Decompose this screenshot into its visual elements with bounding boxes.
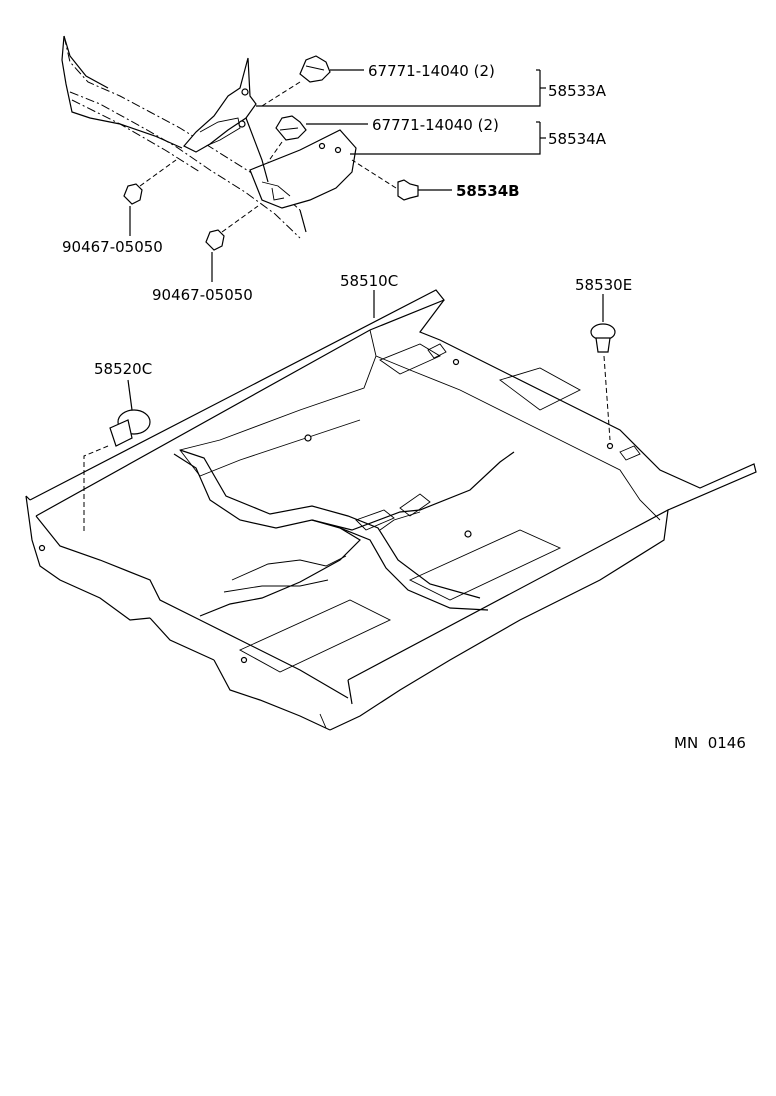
screw-58534b xyxy=(351,159,452,201)
label-assy-b: 58534A xyxy=(548,130,607,148)
label-nut-left: 90467-05050 xyxy=(62,238,163,256)
floor-carpet xyxy=(25,289,757,731)
nut-right xyxy=(205,205,259,282)
plug-58530e xyxy=(590,294,616,441)
label-carpet: 58510C xyxy=(340,272,398,290)
label-assy-a: 58533A xyxy=(548,82,607,100)
label-nut-right: 90467-05050 xyxy=(152,286,253,304)
upper-bracket xyxy=(183,57,257,153)
bracket-assy-b xyxy=(350,122,541,155)
label-plug-right: 58530E xyxy=(575,276,632,294)
label-clip-lower: 67771-14040 (2) xyxy=(372,116,499,134)
clip-lower xyxy=(267,115,307,163)
lower-cover-panel xyxy=(249,129,357,209)
clip-upper xyxy=(261,55,331,107)
bracket-assy-a xyxy=(256,70,541,107)
upper-panel-detail xyxy=(61,35,357,239)
label-screw: 58534B xyxy=(456,182,520,200)
label-clip-upper: 67771-14040 (2) xyxy=(368,62,495,80)
plug-58520c xyxy=(83,379,151,532)
nut-left xyxy=(123,159,177,236)
figure-code: MN 0146 xyxy=(674,734,746,752)
label-plug-left: 58520C xyxy=(94,360,152,378)
